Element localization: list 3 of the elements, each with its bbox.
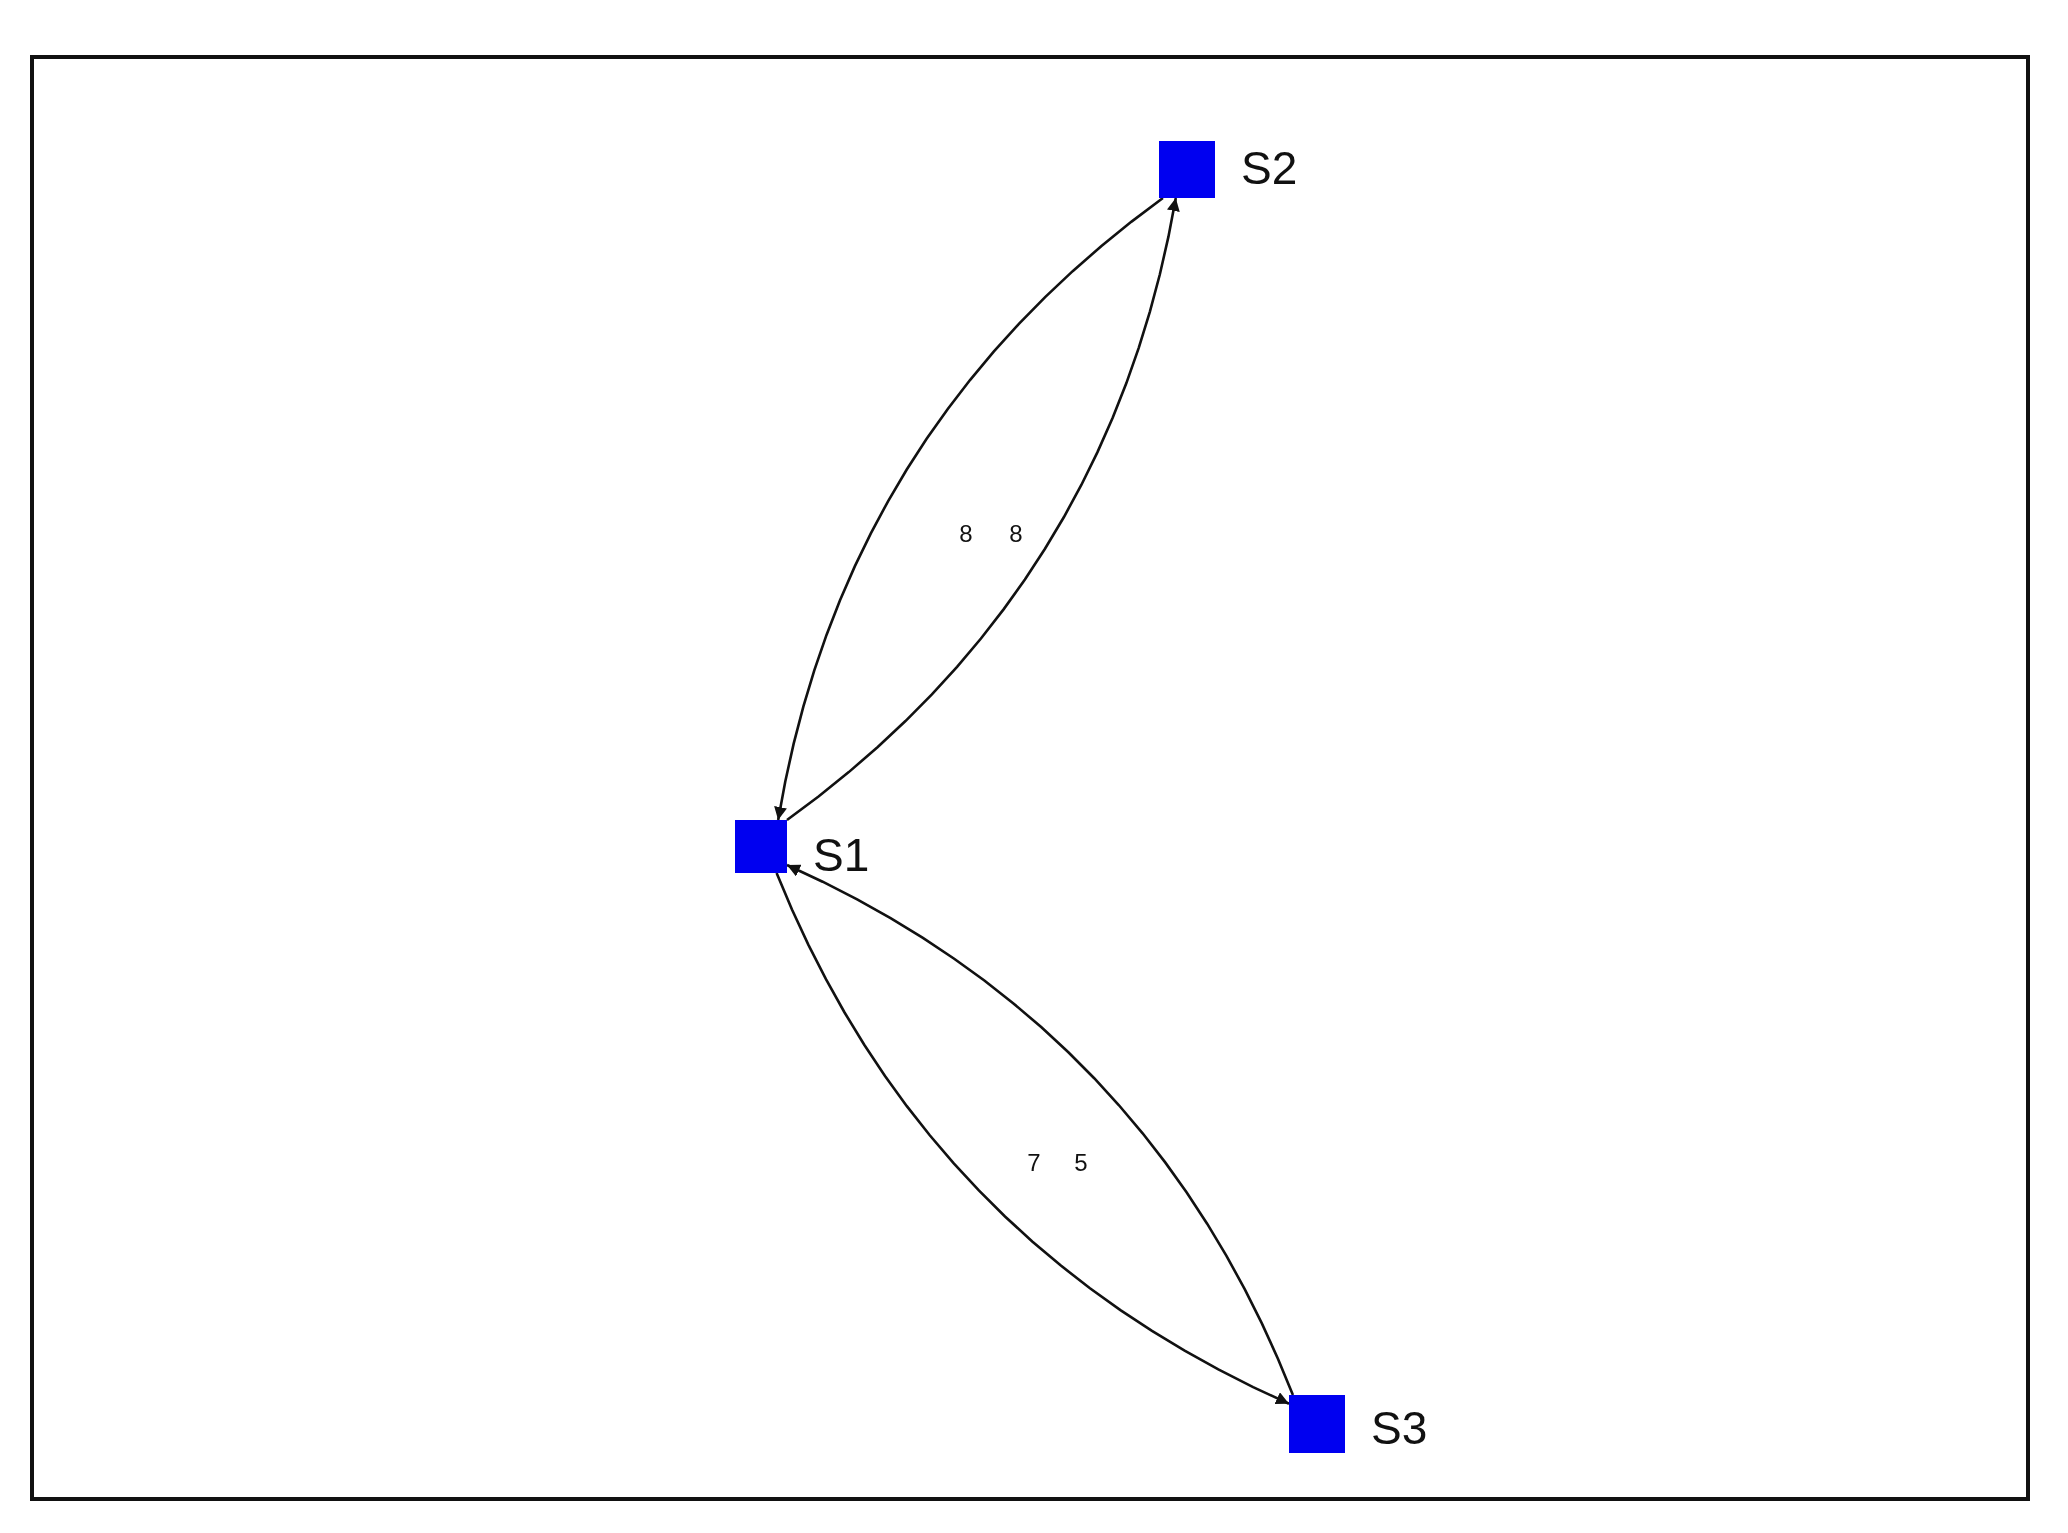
node-label: S2	[1241, 141, 1298, 195]
node-label: S3	[1371, 1401, 1428, 1455]
node-label: S1	[813, 828, 870, 882]
